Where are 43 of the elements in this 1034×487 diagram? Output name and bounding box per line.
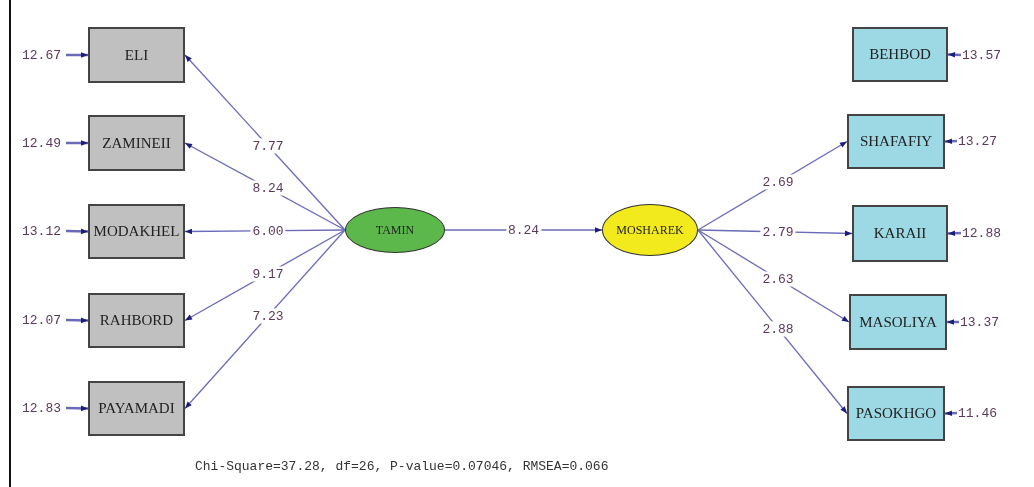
observed-variable-box: ELI <box>88 27 185 83</box>
error-variance-value: 13.57 <box>962 47 1014 63</box>
error-arrow <box>947 51 962 58</box>
path-arrow <box>184 229 346 410</box>
error-variance-value: 12.49 <box>22 135 70 151</box>
error-arrow <box>947 319 959 325</box>
observed-variable-box: KARAII <box>852 205 948 262</box>
edge-label: 7.23 <box>250 308 286 324</box>
observed-variable-box: PAYAMADI <box>88 381 185 436</box>
error-arrow <box>944 410 958 416</box>
error-variance-value: 13.27 <box>958 133 1010 149</box>
latent-variable-ellipse: MOSHAREK <box>602 204 698 256</box>
observed-variable-box: ZAMINEII <box>88 115 185 171</box>
edge-label: 2.88 <box>760 321 796 336</box>
edge-label: 7.77 <box>250 138 286 154</box>
observed-variable-box: BEHBOD <box>852 27 948 82</box>
error-arrow <box>66 140 88 146</box>
error-variance-value: 12.83 <box>22 400 70 416</box>
error-variance-value: 12.07 <box>22 312 70 328</box>
edge-label: 8.24 <box>250 180 286 196</box>
path-arrow <box>697 229 848 415</box>
observed-variable-box: RAHBORD <box>88 293 185 348</box>
error-arrow <box>65 405 89 412</box>
observed-variable-box: MASOLIYA <box>849 294 947 350</box>
edge-label: 2.69 <box>760 174 796 190</box>
error-arrow <box>66 52 88 58</box>
error-arrow <box>65 317 89 324</box>
error-variance-value: 12.67 <box>22 47 70 63</box>
error-arrow <box>944 138 958 144</box>
error-variance-value: 12.88 <box>962 225 1014 241</box>
error-variance-value: 13.37 <box>960 314 1012 330</box>
observed-variable-box: SHAFAFIY <box>847 114 945 169</box>
error-arrow <box>65 228 89 235</box>
path-arrow <box>184 54 346 231</box>
error-arrow <box>947 230 962 237</box>
observed-variable-box: MODAKHEL <box>88 204 185 259</box>
fit-statistics-note: Chi-Square=37.28, df=26, P-value=0.07046, RMSEA=0.066 <box>195 459 609 474</box>
observed-variable-box: PASOKHGO <box>847 386 945 441</box>
edge-label: 9.17 <box>250 266 286 282</box>
latent-variable-ellipse: TAMIN <box>345 207 445 253</box>
error-variance-value: 11.46 <box>958 405 1010 421</box>
error-variance-value: 13.12 <box>22 223 70 239</box>
edge-label: 2.63 <box>760 271 796 287</box>
